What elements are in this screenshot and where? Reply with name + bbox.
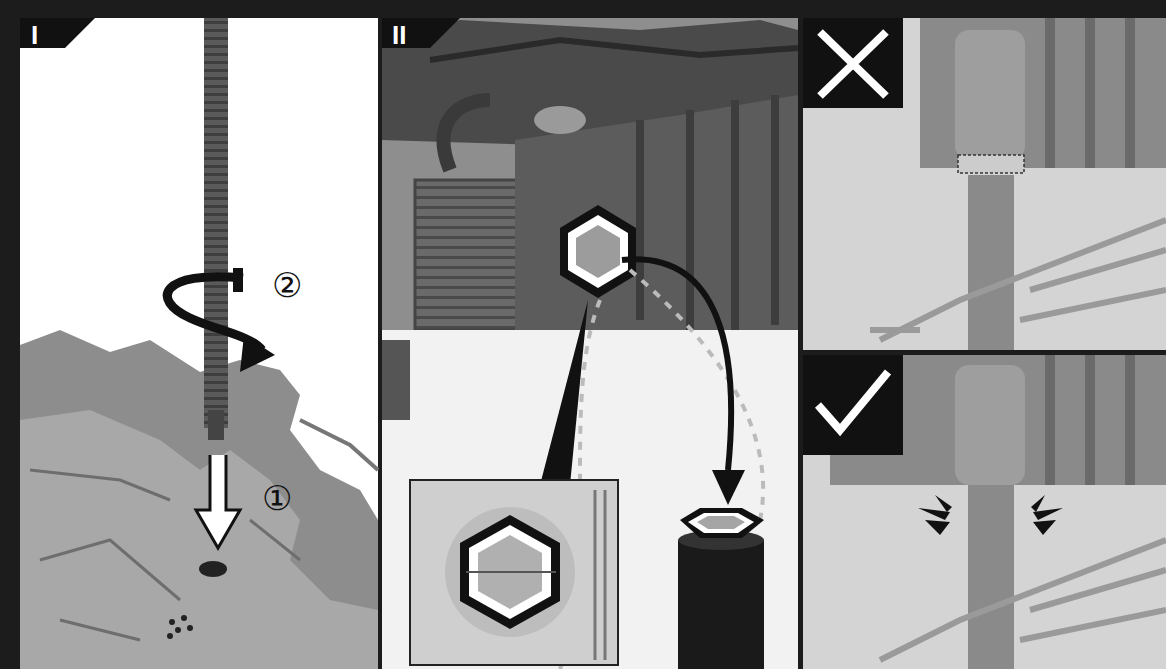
- callout-number: ①: [262, 481, 292, 515]
- panel-number: II: [392, 22, 406, 48]
- panel-one: [20, 18, 378, 669]
- panel-wrong: [803, 18, 1166, 350]
- panel-number: I: [31, 22, 38, 48]
- callout-number: ②: [272, 268, 302, 302]
- panel-two: [382, 18, 798, 669]
- panel-right: [803, 355, 1166, 669]
